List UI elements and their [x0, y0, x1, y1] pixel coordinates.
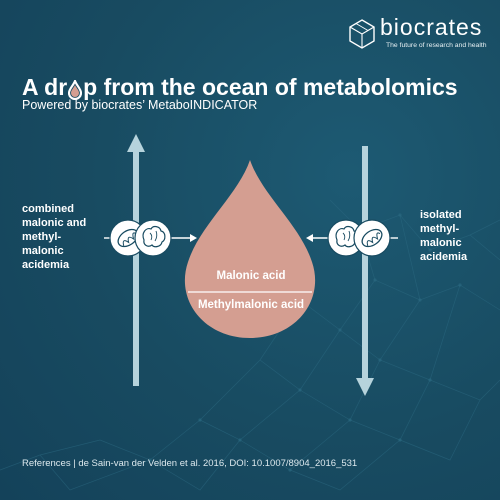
right-down-arrow [356, 146, 374, 396]
methylmalonic-acid-label: Methylmalonic acid [197, 299, 305, 311]
left-up-arrow [127, 134, 145, 386]
left-condition-label: combined malonic and methyl-malonic acid… [22, 203, 87, 271]
page-subtitle: Powered by biocrates’ MetaboINDICATOR [22, 98, 258, 112]
title-text-end: p from the ocean of metabolomics [83, 74, 458, 100]
biocrates-logo-icon [349, 19, 375, 49]
mitochondrion-icon [353, 219, 391, 257]
page-title: A dr p from the ocean of metabolomics [22, 74, 458, 101]
title-text-start: A dr [22, 74, 68, 100]
brain-icon [134, 219, 172, 257]
drop-letter-icon [68, 79, 83, 100]
brand-name: biocrates [380, 14, 483, 40]
brand-tagline: The future of research and health [386, 42, 487, 49]
references-text: References | de Sain-van der Velden et a… [22, 458, 358, 469]
metabolite-drop [184, 160, 316, 338]
malonic-acid-label: Malonic acid [216, 270, 286, 282]
right-condition-label: isolated methyl-malonic acidemia [420, 209, 468, 263]
